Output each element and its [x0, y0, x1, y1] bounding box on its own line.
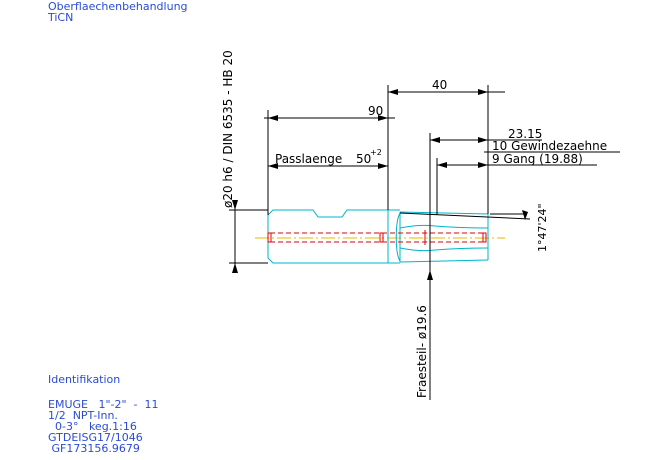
- identification-line-2: 1/2 NPT-Inn.: [48, 409, 118, 422]
- dim-thread-pitch: 9 Gang (19.88): [492, 152, 583, 166]
- dim-fit-value: 50: [356, 152, 371, 166]
- bore-mid: [379, 232, 384, 243]
- dim-mill-diameter: Fraesteil- ø19.6: [415, 305, 429, 398]
- dimension-arrows: [232, 89, 528, 280]
- dim-fit-tolerance: +2: [370, 148, 382, 157]
- coating-label: TiCN: [48, 11, 74, 24]
- bore-end-left: [267, 232, 272, 243]
- coolant-bore: [270, 232, 486, 243]
- dim-thread-length: 40: [432, 78, 447, 92]
- dim-fit-label: Passlaenge: [275, 152, 342, 166]
- dim-shank-diameter: ø20 h6 / DIN 6535 - HB 20: [221, 50, 235, 208]
- tool-outline: [267, 209, 489, 264]
- dim-taper-angle: 1°47'24": [536, 203, 549, 252]
- identification-line-4: GTDEISG17/1046: [48, 431, 143, 444]
- dim-thread-offset: 23.15: [508, 127, 542, 141]
- dim-thread-teeth: 10 Gewindezaehne: [492, 139, 607, 153]
- identification-line-1: EMUGE 1"-2" - 11: [48, 398, 159, 411]
- identification-line-3: 0-3° keg.1:16: [48, 420, 137, 433]
- bore-end-right: [482, 232, 487, 243]
- identification-line-5: GF173156.9679: [48, 442, 140, 455]
- surface-treatment-label: Oberflaechenbehandlung: [48, 0, 188, 13]
- identification-title: Identifikation: [48, 373, 121, 386]
- dim-overall-length: 90: [368, 104, 383, 118]
